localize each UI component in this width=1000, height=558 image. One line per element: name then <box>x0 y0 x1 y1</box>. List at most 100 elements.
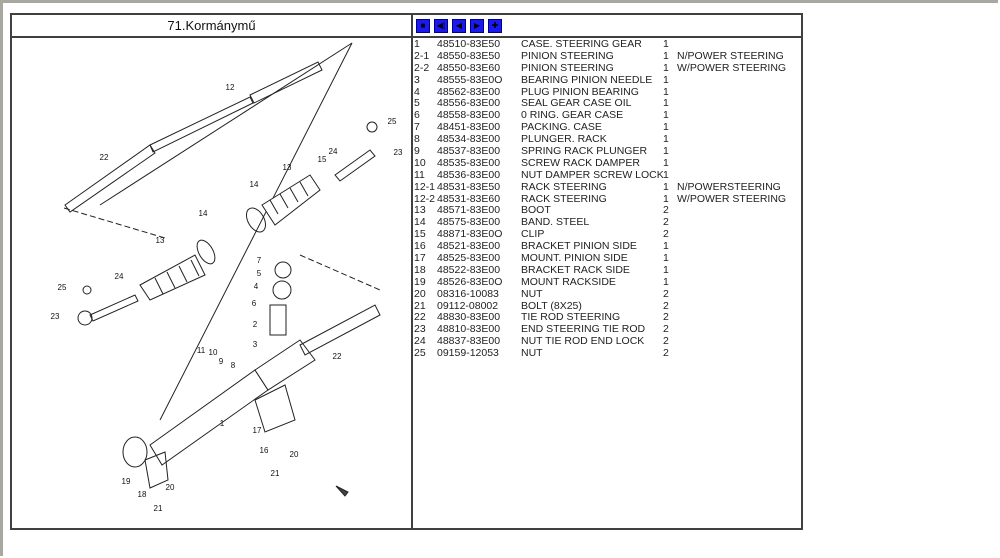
ref-number: 19 <box>414 275 426 288</box>
mount-pinion-side <box>254 384 296 433</box>
quantity: 1 <box>663 192 669 205</box>
previous-icon: ◀ <box>455 20 463 30</box>
part-number: 48837-83E00 <box>437 335 501 348</box>
description: PLUNGER. RACK <box>521 133 607 146</box>
quantity: 1 <box>663 275 669 288</box>
ref-number: 4 <box>414 85 420 98</box>
ref-number: 8 <box>414 133 420 146</box>
part-number: 48555-83E0O <box>437 73 503 86</box>
callout-label: 22 <box>100 153 109 162</box>
quantity: 2 <box>663 323 669 336</box>
ref-number: 16 <box>414 240 426 253</box>
plus-button[interactable]: ✚ <box>488 18 502 33</box>
boot-upper <box>246 174 321 233</box>
ref-number: 3 <box>414 73 420 86</box>
part-number: 48535-83E00 <box>437 156 501 169</box>
callout-label: 14 <box>250 180 259 189</box>
tie-rod-end-upper <box>334 149 376 182</box>
nav-toolbar: ■ ◀| ◀ ▶ ✚ <box>413 15 801 38</box>
part-number: 48871-83E0O <box>437 228 503 241</box>
description: END STEERING TIE ROD <box>521 323 646 336</box>
ref-number: 25 <box>414 347 426 360</box>
note: N/POWER STEERING <box>677 49 784 62</box>
callout-label: 20 <box>166 483 175 492</box>
part-number: 09112-08002 <box>437 299 499 312</box>
boot-left <box>139 239 216 301</box>
quantity: 1 <box>663 49 669 62</box>
ball-joint-left <box>77 310 93 326</box>
description: CASE. STEERING GEAR <box>521 38 642 50</box>
nut-left <box>82 285 92 295</box>
stop-button[interactable]: ■ <box>416 18 430 33</box>
quantity: 1 <box>663 180 669 193</box>
quantity: 2 <box>663 299 669 312</box>
ref-number: 5 <box>414 97 420 110</box>
tie-rod-upper <box>64 61 323 213</box>
description: PINION STEERING <box>521 61 614 74</box>
ref-number: 20 <box>414 287 426 300</box>
quantity: 2 <box>663 311 669 324</box>
callout-label: 7 <box>257 256 262 265</box>
ref-number: 9 <box>414 145 420 158</box>
ref-number: 21 <box>414 299 426 312</box>
previous-button[interactable]: ◀ <box>452 18 466 33</box>
first-button[interactable]: ◀| <box>434 18 448 33</box>
description: MOUNT RACKSIDE <box>521 275 616 288</box>
description: PLUG PINION BEARING <box>521 85 639 98</box>
next-icon: ▶ <box>473 20 481 30</box>
callout-label: 13 <box>283 163 292 172</box>
part-number: 48534-83E00 <box>437 133 501 146</box>
part-number: 48451-83E00 <box>437 121 501 134</box>
description: MOUNT. PINION SIDE <box>521 252 628 265</box>
guide-line <box>63 207 166 239</box>
description: RACK STEERING <box>521 192 607 205</box>
description: BRACKET RACK SIDE <box>521 263 630 276</box>
quantity: 1 <box>663 156 669 169</box>
ref-number: 17 <box>414 252 426 265</box>
quantity: 2 <box>663 347 669 360</box>
quantity: 1 <box>663 85 669 98</box>
callout-label: 21 <box>154 504 163 513</box>
callout-label: 17 <box>253 426 262 435</box>
diagram-panel <box>12 38 413 528</box>
ref-number: 22 <box>414 311 426 324</box>
ref-number: 14 <box>414 216 426 229</box>
description: BOOT <box>521 204 551 217</box>
quantity: 1 <box>663 145 669 158</box>
next-button[interactable]: ▶ <box>470 18 484 33</box>
part-number: 48571-83E00 <box>437 204 501 217</box>
part-number: 08316-10083 <box>437 287 499 300</box>
callout-label: 18 <box>138 490 147 499</box>
tie-rod-end-left <box>89 294 139 322</box>
part-number: 48531-83E60 <box>437 192 501 205</box>
ref-number: 23 <box>414 323 426 336</box>
